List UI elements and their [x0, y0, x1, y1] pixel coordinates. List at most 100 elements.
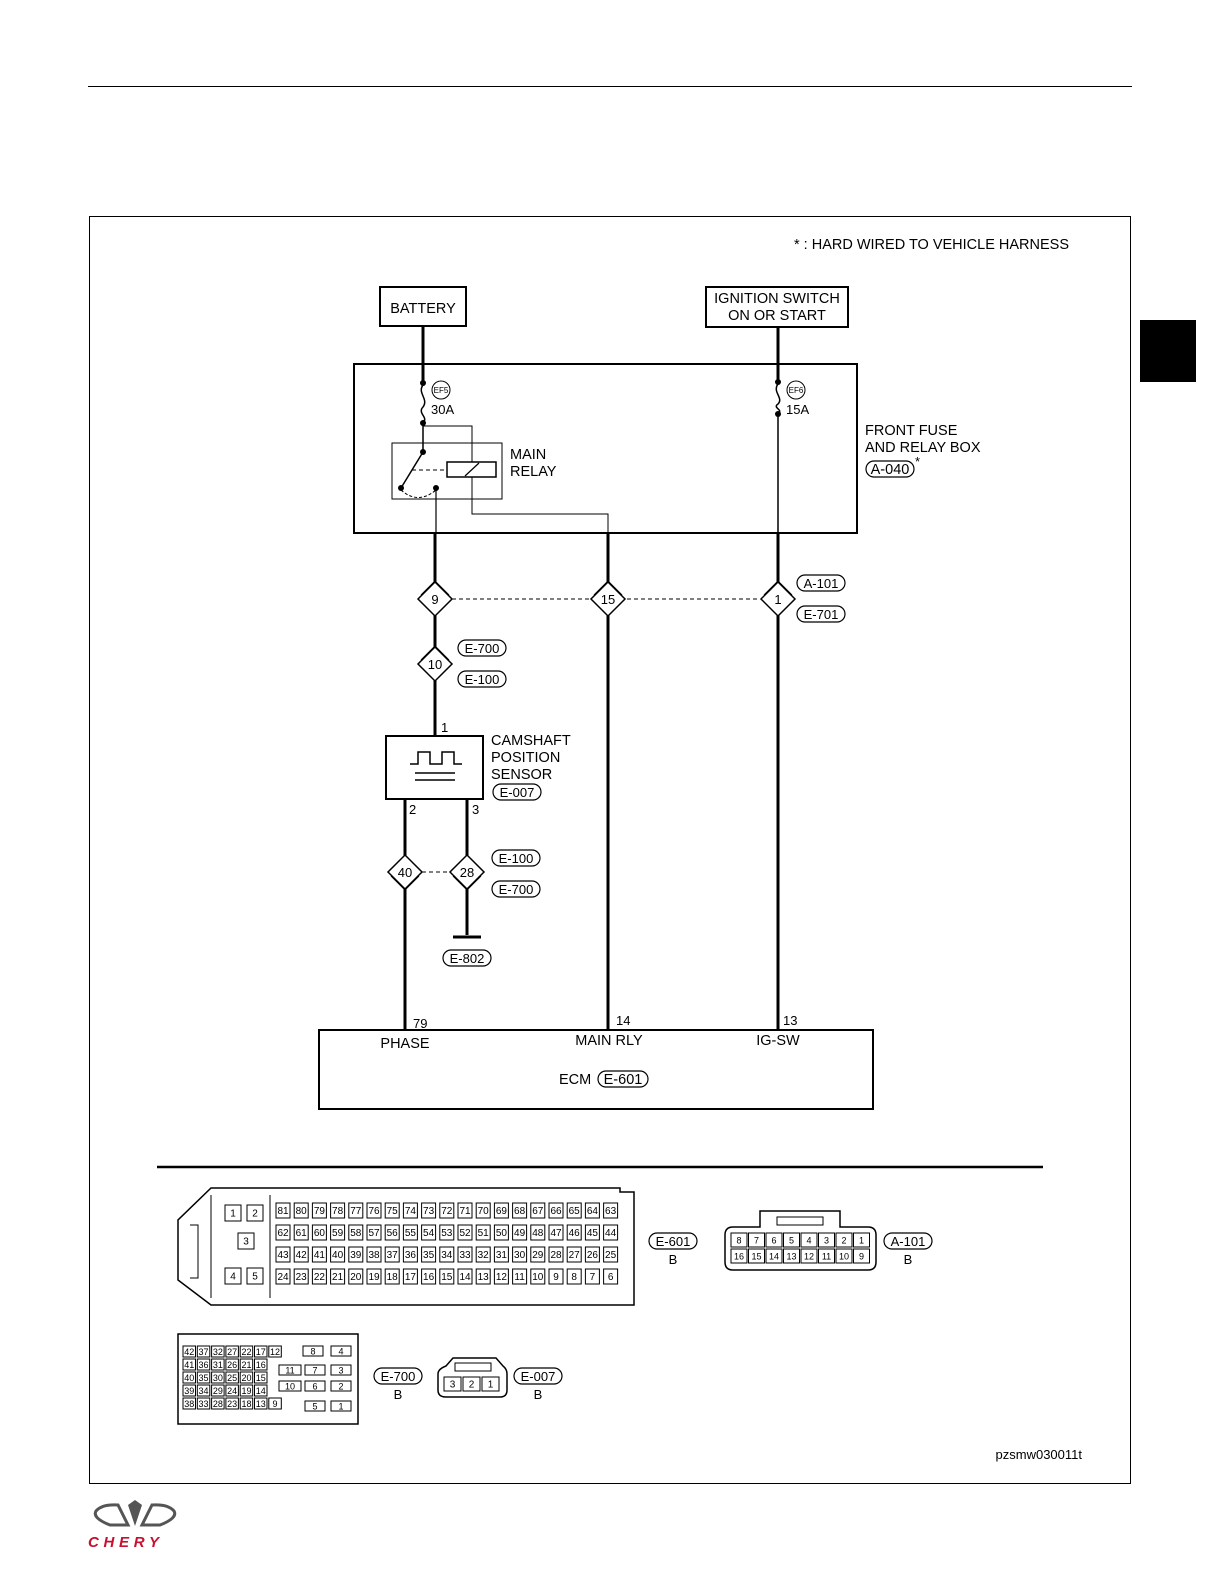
- pin-label: 56: [387, 1228, 399, 1239]
- pin-label: 8: [310, 1347, 315, 1357]
- pin-label: 26: [587, 1250, 599, 1261]
- pin-label: 80: [296, 1206, 308, 1217]
- fuse-terminal: [775, 379, 781, 385]
- pin-cell: [512, 1268, 528, 1285]
- fuse-symbol-right: [775, 383, 781, 414]
- pin-cell: [402, 1224, 418, 1241]
- pin-cell: [196, 1358, 211, 1371]
- pin-cell: [311, 1202, 327, 1219]
- pin-cell: [348, 1268, 364, 1285]
- pin-cell: [330, 1246, 346, 1263]
- pin-label: 7: [590, 1272, 596, 1283]
- pin-cell: [512, 1224, 528, 1241]
- ecm-pin-phase: PHASE: [380, 1036, 429, 1052]
- pin-cell: [512, 1202, 528, 1219]
- pin-cell: [278, 1380, 302, 1392]
- pin-label: 29: [532, 1250, 544, 1261]
- pin-cell: [853, 1248, 870, 1264]
- view-e601-sub: B: [669, 1252, 678, 1267]
- pin-label: 42: [184, 1347, 194, 1357]
- connector-tag-e701: [796, 605, 846, 623]
- pin-label: 39: [184, 1386, 194, 1396]
- ignition-label-2: ON OR START: [728, 308, 826, 324]
- pin-cell: [311, 1246, 327, 1263]
- pin-cell: [278, 1364, 302, 1376]
- pin-label: 81: [277, 1206, 289, 1217]
- pin-label: 27: [569, 1250, 581, 1261]
- pin-cell: [530, 1268, 546, 1285]
- view-e007-sub: B: [534, 1387, 543, 1402]
- pin-cell: [421, 1246, 437, 1263]
- view-e601-id: E-601: [656, 1234, 691, 1249]
- pin-cell: [421, 1224, 437, 1241]
- pin-label: 10: [285, 1382, 295, 1392]
- relay-label-1: MAIN: [510, 447, 546, 463]
- pin-label: 23: [227, 1399, 237, 1409]
- pin-cell: [311, 1268, 327, 1285]
- pin-cell: [211, 1358, 225, 1371]
- pin-label: 55: [405, 1228, 417, 1239]
- pin-cell: [475, 1246, 491, 1263]
- pin-cell: [818, 1232, 835, 1248]
- pin-label: 38: [184, 1399, 194, 1409]
- pin-cell: [748, 1248, 765, 1264]
- pin-label: 6: [771, 1236, 776, 1246]
- pin-label: 62: [277, 1228, 289, 1239]
- pin-cell: [853, 1232, 870, 1248]
- pin-label: 36: [405, 1250, 417, 1261]
- pin-label: 33: [199, 1399, 209, 1409]
- splice-9-label: 9: [431, 592, 438, 607]
- pin-cell: [835, 1248, 853, 1264]
- pin-label: 37: [387, 1250, 399, 1261]
- pin-label: 67: [532, 1206, 544, 1217]
- pin-label: 51: [478, 1228, 490, 1239]
- pin-label: 43: [277, 1250, 289, 1261]
- pin-cell: [800, 1232, 818, 1248]
- pin-label: 9: [859, 1252, 864, 1262]
- pin-cell: [603, 1202, 619, 1219]
- camshaft-sensor-box: [385, 735, 484, 800]
- pin-label: 17: [256, 1347, 266, 1357]
- pin-cell: [566, 1224, 582, 1241]
- splice-40-label: 40: [398, 865, 412, 880]
- pin-label: 58: [350, 1228, 362, 1239]
- pin-cell: [835, 1232, 853, 1248]
- fuse-tag-right: [786, 380, 806, 400]
- pin-label: 78: [332, 1206, 344, 1217]
- pin-label: 13: [478, 1272, 490, 1283]
- pin-cell: [225, 1371, 239, 1384]
- pin-cell: [512, 1246, 528, 1263]
- pin-cell: [765, 1232, 783, 1248]
- pin-label: 45: [587, 1228, 599, 1239]
- coil-ground-wire: [471, 477, 609, 533]
- pin-label: 41: [314, 1250, 326, 1261]
- fuse-box-label-1: FRONT FUSE: [865, 423, 958, 439]
- pin-cell: [348, 1202, 364, 1219]
- pin-label: 2: [841, 1236, 846, 1246]
- pin-cell: [330, 1400, 352, 1412]
- splice-9: 9: [416, 580, 454, 618]
- pin-cell: [330, 1268, 346, 1285]
- pin-label: 3: [450, 1380, 456, 1391]
- pin-cell: [603, 1224, 619, 1241]
- pin-cell: [311, 1224, 327, 1241]
- pin-label: 12: [270, 1347, 280, 1357]
- pin-label: 59: [332, 1228, 344, 1239]
- pin-cell: [254, 1384, 268, 1397]
- splice-10: 10: [416, 645, 454, 683]
- fuse-rating-left: 30A: [431, 402, 454, 417]
- pin-cell: [196, 1397, 211, 1410]
- pin-cell: [237, 1232, 255, 1250]
- ecm-pin-main-rly: MAIN RLY: [575, 1033, 643, 1049]
- view-e007-id: E-007: [521, 1369, 556, 1384]
- pin-label: 61: [296, 1228, 308, 1239]
- pin-cell: [239, 1358, 254, 1371]
- pin-label: 22: [314, 1272, 326, 1283]
- fuse-rating-right: 15A: [786, 402, 809, 417]
- pin-cell: [330, 1380, 352, 1392]
- pin-label: 21: [241, 1360, 251, 1370]
- pin-label: 14: [769, 1252, 779, 1262]
- pin-cell: [275, 1224, 291, 1241]
